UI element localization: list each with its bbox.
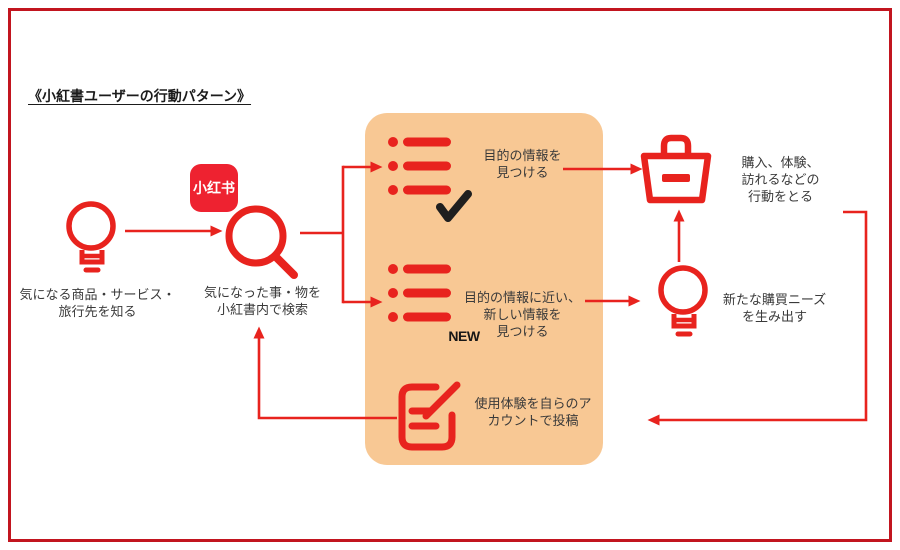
label-find-new: 目的の情報に近い、 新しい情報を 見つける	[463, 290, 581, 339]
xiaohongshu-app-icon: 小红书	[190, 164, 238, 212]
checkmark-icon	[436, 190, 472, 224]
search-icon	[220, 200, 304, 284]
new-badge: NEW	[448, 328, 480, 344]
list-icon	[386, 262, 458, 326]
shopping-bag-icon	[638, 130, 714, 208]
lightbulb-icon	[654, 264, 714, 348]
label-post: 使用体験を自らのア カウントで投稿	[474, 396, 592, 428]
lightbulb-icon	[62, 200, 122, 284]
xiaohongshu-app-label: 小红书	[193, 180, 235, 196]
label-find-target: 目的の情報を 見つける	[483, 148, 562, 180]
label-search: 気になった事・物を 小紅書内で検索	[203, 285, 321, 317]
list-icon	[386, 135, 458, 199]
page-title: 《小紅書ユーザーの行動パターン》	[28, 88, 252, 104]
label-new-needs: 新たな購買ニーズ を生み出す	[722, 292, 827, 324]
label-discover: 気になる商品・サービス・ 旅行先を知る	[19, 287, 176, 319]
outer-border	[8, 8, 892, 542]
label-action: 購入、体験、 訪れるなどの 行動をとる	[741, 155, 820, 204]
post-edit-icon	[394, 379, 468, 457]
